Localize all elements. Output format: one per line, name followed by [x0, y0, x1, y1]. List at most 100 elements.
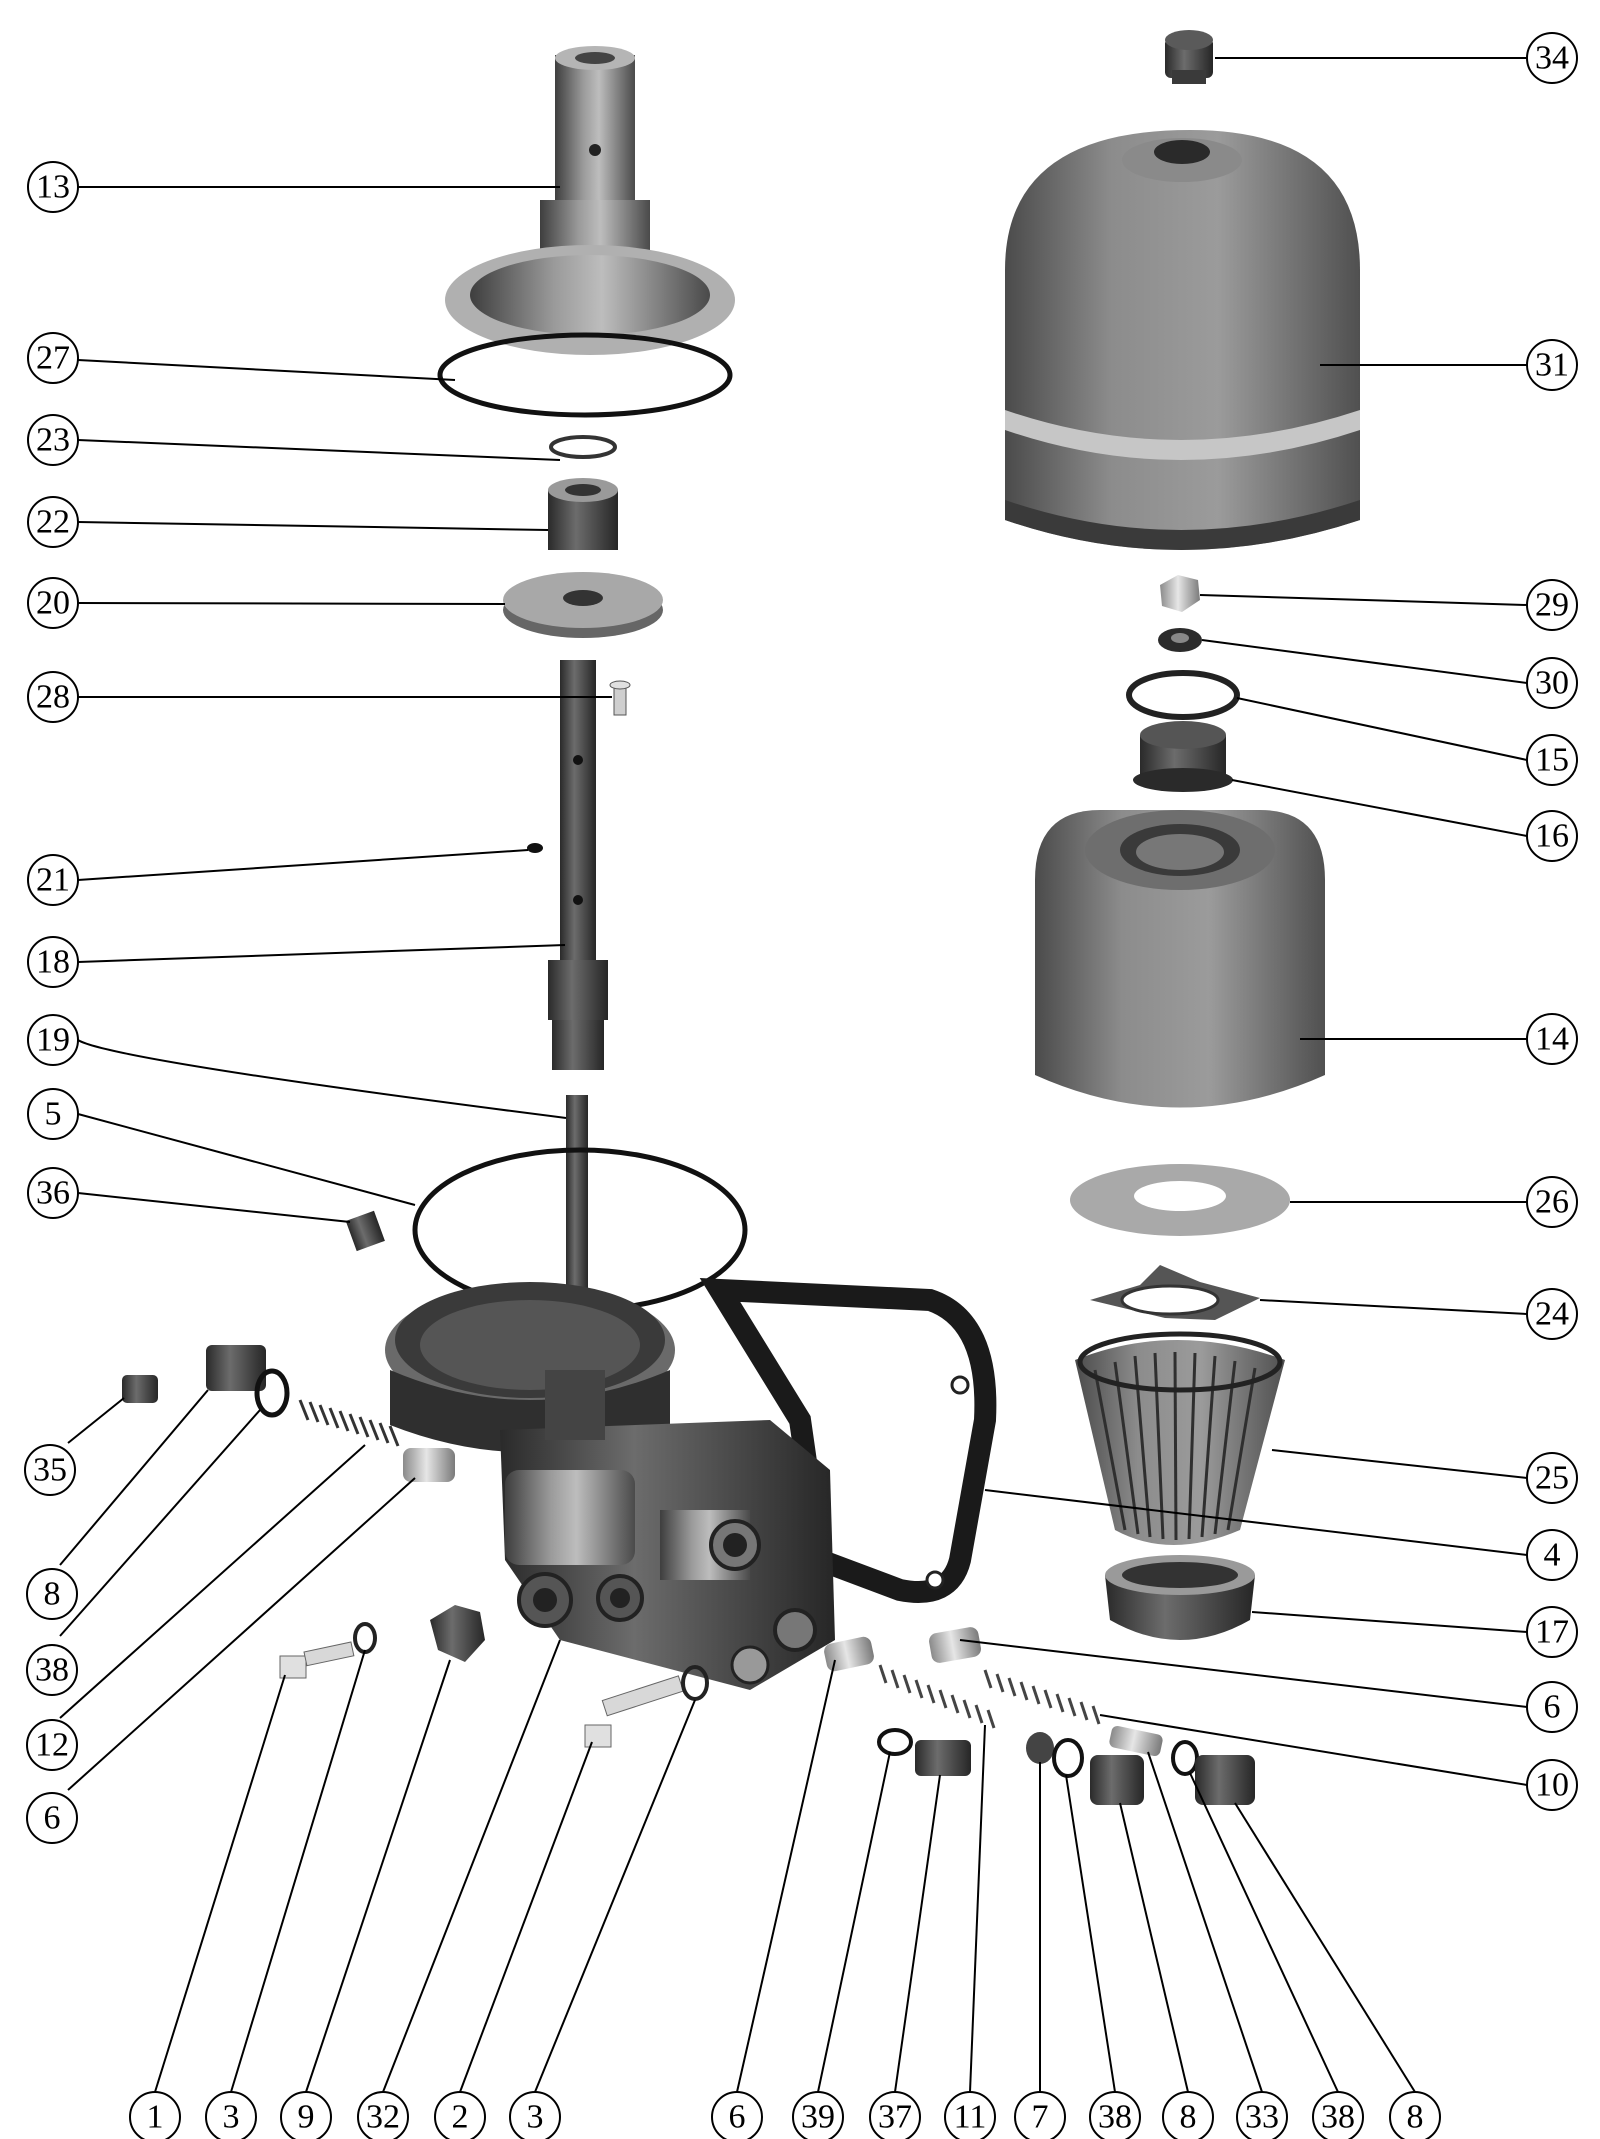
callout-bubbles: 13 27 23 22 20 28 21 18 19 5 36 35 8 38 …: [24, 32, 1578, 2139]
leader-b6: [736, 1659, 836, 2093]
leader-c6a: [67, 1477, 416, 1791]
leader-c23: [77, 439, 561, 461]
callout-c23: 23: [27, 414, 79, 466]
callout-label: 10: [1535, 1767, 1569, 1804]
callout-c26: 26: [1526, 1176, 1578, 1228]
callout-c17: 17: [1526, 1606, 1578, 1658]
callout-b6: 6: [711, 2091, 763, 2139]
callout-label: 21: [36, 862, 70, 899]
part-29-hex-nut: [1160, 575, 1200, 612]
leader-c5: [77, 1113, 416, 1206]
part-15-circlip: [1126, 670, 1240, 720]
part-8-screw-plug-left: [206, 1345, 290, 1418]
part-7-ball: [1026, 1732, 1054, 1764]
part-17-nozzle-holder: [1105, 1555, 1255, 1640]
callout-label: 8: [1407, 2099, 1424, 2136]
leader-b37: [894, 1774, 941, 2093]
callout-b3a: 3: [205, 2091, 257, 2139]
callout-label: 8: [1180, 2099, 1197, 2136]
callout-label: 27: [36, 340, 70, 377]
callout-label: 36: [36, 1175, 70, 1212]
callout-b11: 11: [944, 2091, 996, 2139]
callout-b8b: 8: [1389, 2091, 1441, 2139]
callout-c36: 36: [27, 1167, 79, 1219]
callout-c31: 31: [1526, 339, 1578, 391]
callout-b1: 1: [129, 2091, 181, 2139]
callout-c29: 29: [1526, 579, 1578, 631]
part-2-bolt: [584, 1675, 684, 1748]
callout-label: 20: [36, 585, 70, 622]
callout-label: 17: [1535, 1614, 1569, 1651]
callout-c30: 30: [1526, 657, 1578, 709]
callout-label: 3: [527, 2099, 544, 2136]
callout-c18: 18: [27, 936, 79, 988]
callout-c14: 14: [1526, 1013, 1578, 1065]
part-39-o-ring: [877, 1728, 913, 1756]
callout-label: 38: [1098, 2099, 1132, 2136]
part-11-spring: [878, 1664, 996, 1729]
leader-b9: [305, 1659, 451, 2093]
leader-c10: [1099, 1714, 1528, 1786]
leader-c18: [77, 944, 566, 963]
callout-c10: 10: [1526, 1759, 1578, 1811]
leader-b11: [969, 1724, 986, 2093]
callout-label: 2: [452, 2099, 469, 2136]
leader-c12: [59, 1444, 366, 1719]
callout-b38a: 38: [1089, 2091, 1141, 2139]
callout-c15: 15: [1526, 734, 1578, 786]
callout-label: 5: [45, 1096, 62, 1133]
leader-c15: [1236, 697, 1528, 761]
callout-label: 6: [44, 1800, 61, 1837]
callout-c5: 5: [27, 1088, 79, 1140]
callout-c35: 35: [24, 1444, 76, 1496]
callout-c27: 27: [27, 332, 79, 384]
leader-c6b: [959, 1639, 1528, 1708]
callout-label: 11: [954, 2099, 987, 2136]
callout-label: 8: [44, 1576, 61, 1613]
leader-c17: [1251, 1611, 1528, 1633]
part-6-piston-right: [929, 1627, 981, 1663]
leader-c4: [984, 1489, 1528, 1556]
callout-c4: 4: [1526, 1529, 1578, 1581]
leader-b38b: [1189, 1772, 1339, 2093]
callout-label: 33: [1245, 2099, 1279, 2136]
leader-b38a: [1065, 1774, 1116, 2093]
callout-label: 19: [36, 1022, 70, 1059]
callout-label: 4: [1544, 1537, 1561, 1574]
leader-c24: [1259, 1299, 1528, 1315]
callout-b7: 7: [1014, 2091, 1066, 2139]
part-10-spring: [983, 1669, 1101, 1725]
callout-label: 24: [1535, 1296, 1569, 1333]
part-36-plug: [345, 1210, 385, 1252]
callout-b8a: 8: [1162, 2091, 1214, 2139]
callout-b32: 32: [357, 2091, 409, 2139]
part-6-piston-left: [403, 1448, 455, 1482]
leader-c25: [1271, 1449, 1528, 1479]
part-38-seal-ring: [1052, 1738, 1084, 1778]
callout-c24: 24: [1526, 1288, 1578, 1340]
part-12-spring: [298, 1399, 400, 1447]
leader-b3a: [230, 1649, 366, 2093]
callout-c34: 34: [1526, 32, 1578, 84]
callout-label: 12: [35, 1727, 69, 1764]
part-35-plug: [122, 1375, 158, 1403]
callout-label: 6: [1544, 1689, 1561, 1726]
part-34-cap-nut: [1165, 30, 1213, 84]
callout-label: 38: [35, 1652, 69, 1689]
leader-c8a: [59, 1389, 209, 1566]
part-24-separator-plate: [1090, 1265, 1260, 1320]
leader-c35: [67, 1397, 125, 1444]
part-26-paper-insert: [1070, 1164, 1290, 1236]
part-22-bushing: [548, 478, 618, 550]
callout-c8a: 8: [26, 1568, 78, 1620]
callout-c25: 25: [1526, 1452, 1578, 1504]
callout-label: 32: [366, 2099, 400, 2136]
callout-c6b: 6: [1526, 1681, 1578, 1733]
part-4-gasket: [699, 1278, 997, 1603]
leader-c20: [77, 602, 506, 605]
callout-label: 28: [36, 679, 70, 716]
callout-b37: 37: [869, 2091, 921, 2139]
leader-c21: [77, 849, 529, 881]
callout-label: 25: [1535, 1460, 1569, 1497]
callout-c13: 13: [27, 161, 79, 213]
